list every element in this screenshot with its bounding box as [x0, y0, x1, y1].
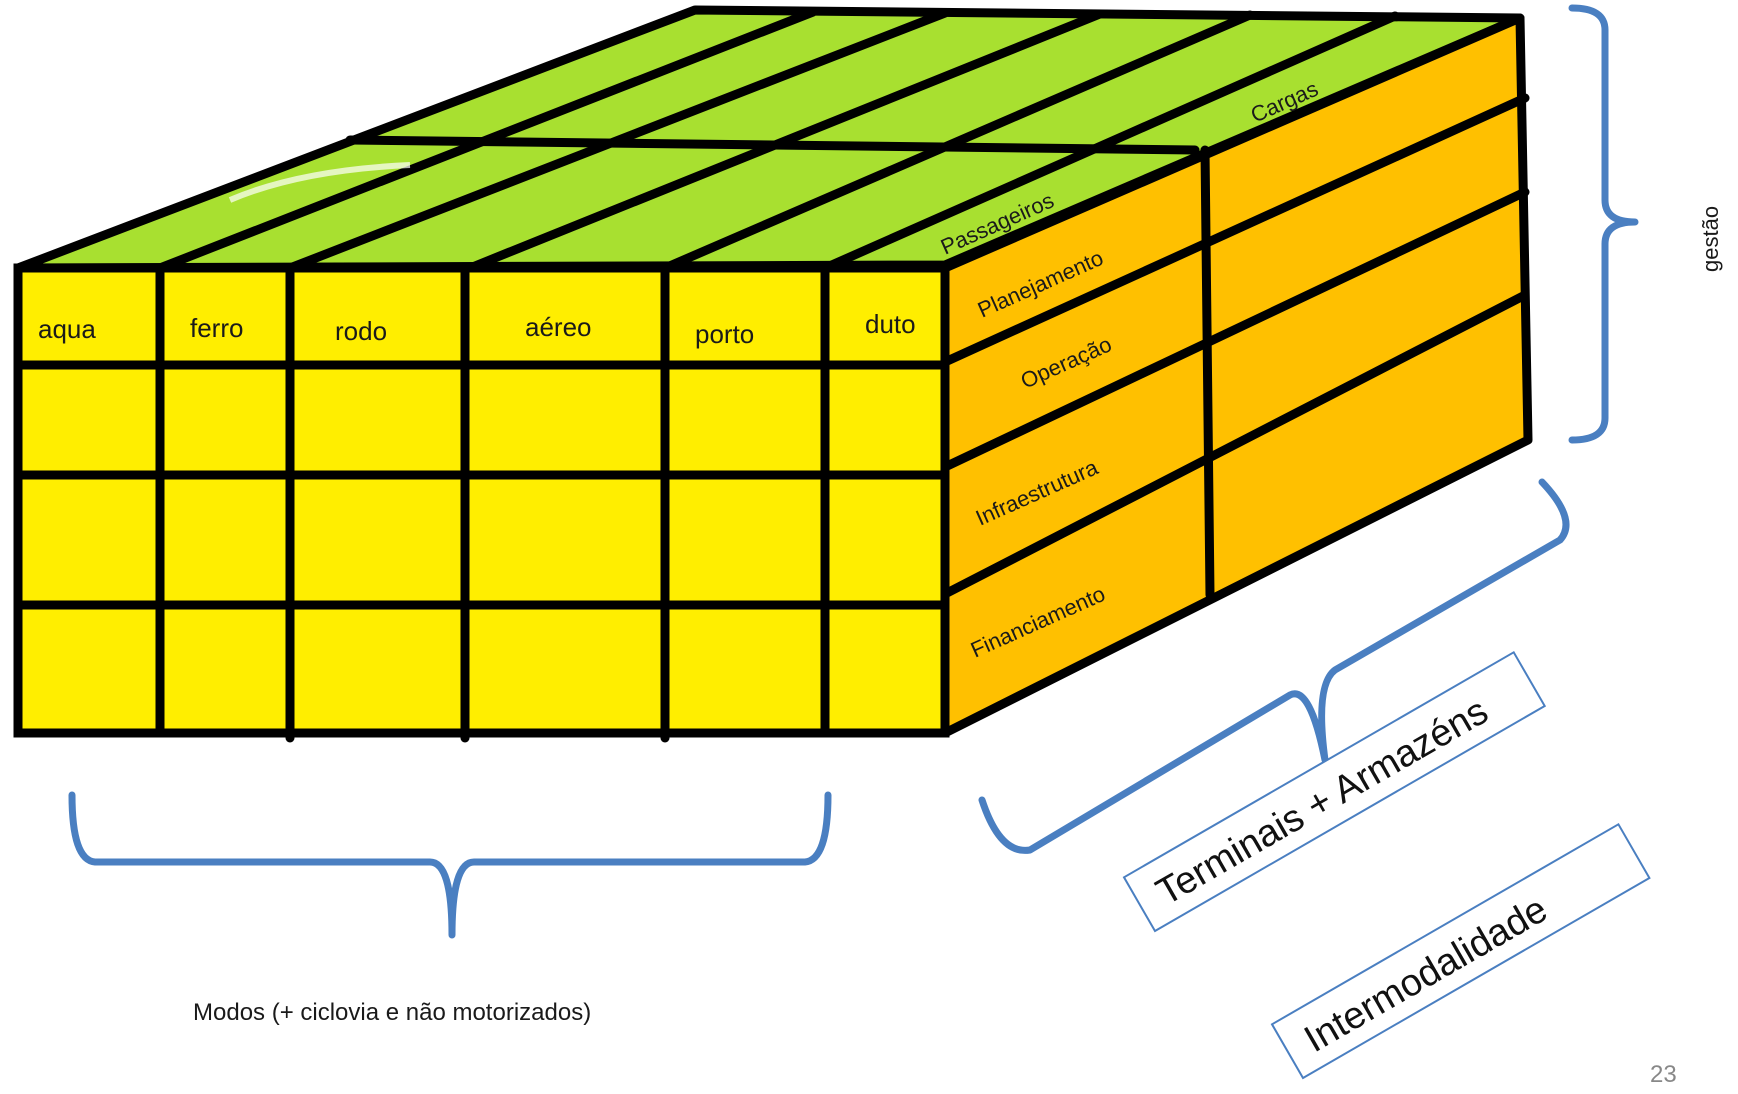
top-line-1 [155, 7, 818, 273]
mode-label-6: duto [865, 309, 916, 339]
side-layer-line-1 [940, 93, 1530, 367]
intermodality-label: Intermodalidade [1298, 888, 1555, 1061]
top-line-5 [820, 11, 1400, 273]
modes-caption: Modos (+ ciclovia e não motorizados) [193, 999, 591, 1026]
mode-label-2: ferro [190, 313, 243, 343]
top-line-4 [660, 10, 1255, 273]
page-number: 23 [1650, 1061, 1677, 1088]
management-label: gestão [1698, 206, 1723, 272]
modes-brace [68, 791, 832, 939]
side-face [940, 13, 1533, 738]
intermodality-box: Intermodalidade [1270, 822, 1651, 1080]
mode-label-1: aqua [38, 314, 96, 344]
side-segment-divider [1200, 145, 1215, 600]
terminals-box: Terminais + Armazéns [1122, 650, 1547, 933]
top-line-3 [465, 9, 1105, 273]
side-layer-line-2 [940, 187, 1530, 472]
management-brace [1568, 4, 1639, 444]
mode-label-5: porto [695, 319, 754, 349]
side-layer-line-3 [940, 290, 1530, 599]
terminals-brace [978, 478, 1570, 854]
top-line-2 [285, 8, 950, 273]
top-highlight [228, 162, 411, 203]
mode-label-4: aéreo [525, 312, 592, 342]
mode-label-3: rodo [335, 316, 387, 346]
